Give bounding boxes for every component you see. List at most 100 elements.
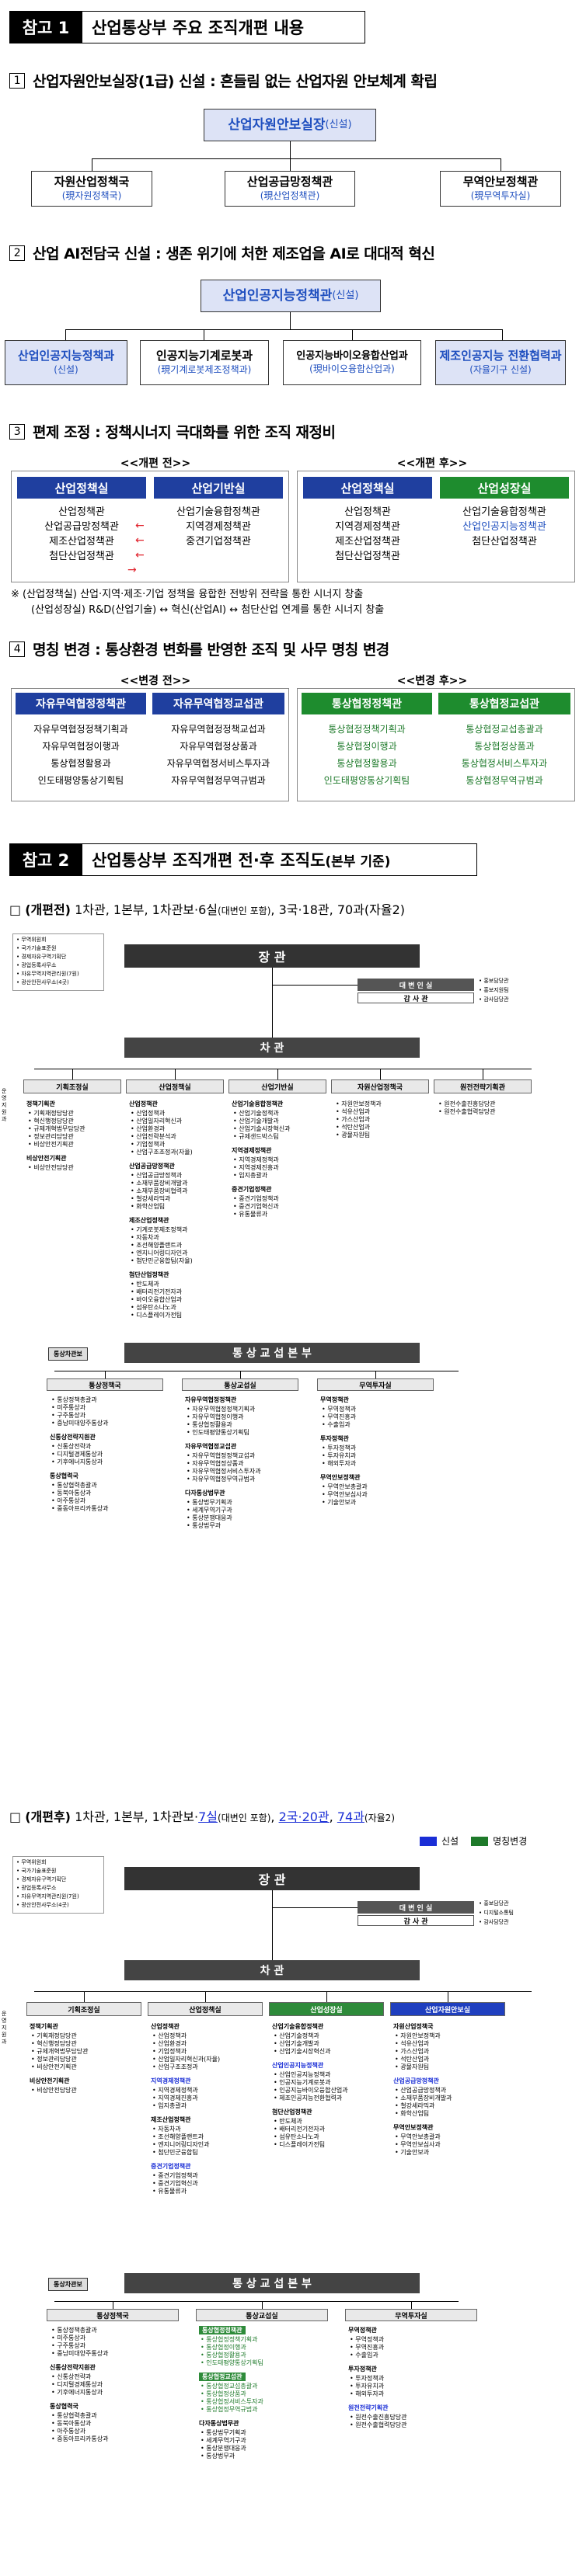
col-line [72, 1069, 73, 1079]
unit-item: • 가스산업과 [336, 1116, 371, 1123]
s4-before-2-item: 자유무역협정무역규범과 [171, 775, 266, 786]
cols-line [34, 1991, 532, 1992]
unit-item: • 산업환경과 [131, 1125, 166, 1132]
unit-item: • 산업일자리혁신과 [131, 1118, 183, 1125]
group-title: 자원산업정책국 [393, 2023, 434, 2030]
unit-item: • 산업구조조정과 [152, 2063, 198, 2070]
unit-item: • 화학산업팀 [131, 1203, 166, 1210]
tunit-item: • 통상협정서비스투자과 [201, 2398, 263, 2405]
unit-item: • 산업기술시장혁신과 [274, 2048, 331, 2055]
s4-before-label: <<변경 전>> [120, 675, 191, 687]
tgroup-title: 신통상전략지원관 [50, 1434, 96, 1441]
trade-line [54, 2301, 459, 2302]
tgroup-title: 투자정책관 [320, 1435, 349, 1442]
s2-child-3-note: (現바이오융합산업과) [309, 363, 395, 374]
s1-child-3-note: (現무역투자실) [470, 189, 531, 201]
affiliates-box: • 무역위원회• 국가기술표준원• 경제자유구역기획단• 광업등록사무소• 자유… [12, 1856, 104, 1914]
col-line [380, 1069, 381, 1079]
tunit-item: • 중남미대양주통상과 [51, 2350, 109, 2357]
unit-item: • 원전수출협력담당관 [438, 1108, 496, 1115]
tunit-item: • 통상법무과 [201, 2453, 235, 2460]
chartB-rest-u: 2국·20관 [278, 1809, 330, 1824]
tgroup-title: 투자정책관 [348, 2366, 377, 2373]
col-head-3: 산업자원안보실 [390, 2002, 505, 2016]
minister-box: 장 관 [124, 944, 420, 968]
col-head-1: 산업정책실 [148, 2002, 263, 2016]
group-title: 산업공급망정책관 [129, 1163, 175, 1170]
s1-child-1-name: 자원산업정책국 [54, 175, 130, 189]
s3-before-2-item: 지역경제정책관 [186, 521, 251, 533]
unit-item: • 산업일자리혁신과(자율) [152, 2056, 221, 2063]
s2-child-2-note: (現기계로봇제조정책과) [157, 363, 252, 375]
group-title: 정책기획관 [26, 1100, 55, 1107]
tcol-head-0: 통상정책국 [47, 1378, 163, 1391]
auditor-box: 감 사 관 [358, 993, 474, 1003]
tcol-line [240, 1371, 241, 1378]
tunit-item: • 신통상전략과 [51, 2373, 92, 2380]
affiliate-item: • 광업등록사무소 [16, 1885, 57, 1891]
s1-heading: 1 산업자원안보실장(1급) 신설 : 흔들림 없는 산업자원 안보체계 확립 [9, 70, 438, 91]
group-title: 비상안전기획관 [26, 1155, 67, 1162]
unit-item: • 규제샌드박스팀 [233, 1133, 279, 1140]
tgroup-title: 통상협력국 [50, 2403, 78, 2410]
unit-item: • 산업인공지능정책과 [274, 2071, 331, 2078]
unit-item: • 엔지니어링디자인과 [131, 1250, 188, 1257]
unit-item: • 산업환경과 [152, 2040, 187, 2047]
tgroup-title: 자유무역협정정책관 [185, 1396, 237, 1403]
tunit-item: • 동북아통상과 [51, 2420, 92, 2427]
chartA-desc: 1차관, 1본부, 1차관보·6실 [75, 902, 218, 917]
s2-child-2-name: 인공지능기계로봇과 [155, 349, 253, 363]
s3-before-1-item: 첨단산업정책관 [49, 551, 114, 562]
s4-after-panel [297, 688, 575, 801]
unit-item: • 지역경제진흥과 [152, 2095, 198, 2101]
unit-item: • 유통물류과 [233, 1211, 268, 1218]
chartB-rest3: (자율2) [364, 1813, 396, 1823]
s2-top-name: 산업인공지능정책관 [222, 287, 333, 304]
tunit-item: • 통상정책총괄과 [51, 2327, 97, 2334]
affiliate-item: • 광산안전사무소(4곳) [16, 979, 69, 986]
chartA-caption: □ (개편전) 1차관, 1본부, 1차관보·6실(대변인 포함), 3국·18… [9, 902, 405, 917]
tunit-item: • 통상분쟁대응과 [187, 1514, 232, 1521]
unit-item: • 디스플레이가전팀 [274, 2141, 326, 2148]
s3-after-head-1: 산업정책실 [303, 477, 432, 499]
tunit-item: • 인도태평양통상기획팀 [187, 1429, 249, 1436]
unit-item: • 지역경제진흥과 [233, 1164, 279, 1171]
unit-item: • 조선해양플랜트과 [131, 1242, 183, 1249]
tunit-item: • 세계무역기구과 [201, 2437, 246, 2444]
tunit-item: • 통상법무기획과 [187, 1499, 232, 1506]
tcol-line [375, 1371, 376, 1378]
s1-title: 산업자원안보실장(1급) 신설 : 흔들림 없는 산업자원 안보체계 확립 [33, 73, 438, 90]
tunit-item: • 무역정책과 [350, 2336, 385, 2343]
s4-before-head-2: 자유무역협정교섭관 [152, 693, 284, 714]
unit-item: • 산업전략분석과 [131, 1133, 176, 1140]
s3-before-label: <<개편 전>> [120, 457, 191, 470]
col-line [277, 1069, 278, 1079]
s3-before-2-item: 산업기술융합정책관 [176, 506, 260, 518]
tunit-item: • 미주통상과 [51, 1404, 86, 1411]
group-title: 산업정책관 [151, 2023, 180, 2030]
tunit-item: • 구주통상과 [51, 1412, 86, 1419]
ref2-tag: 참고 2 [10, 844, 82, 875]
chartB-caption: □ (개편후) 1차관, 1본부, 1차관보·7실(대변인 포함), 2국·20… [9, 1809, 396, 1824]
s2-child-4-note: (자율기구 신설) [469, 363, 532, 375]
affiliate-item: • 국가기술표준원 [16, 1868, 57, 1874]
tgroup-title: 자유무역협정교섭관 [185, 1443, 237, 1450]
tunit-item: • 중남미대양주통상과 [51, 1420, 109, 1427]
s3-after-label: <<개편 후>> [396, 457, 468, 470]
chartA-label: (개편전) [25, 902, 71, 917]
unit-item: • 자동차과 [152, 2126, 181, 2133]
unit-item: • 조선해양플랜트과 [152, 2133, 204, 2140]
tunit-item: • 통상협정교섭총괄과 [201, 2383, 258, 2390]
s4-before-head-1: 자유무역협정정책관 [16, 693, 146, 714]
ref1-tag: 참고 1 [10, 12, 82, 43]
s2-child-1: 산업인공지능정책과(신설) [5, 340, 127, 385]
unit-item: • 산업기술개발과 [233, 1118, 279, 1125]
affiliate-item: • 무역위원회 [16, 1859, 47, 1865]
tunit-item: • 기후에너지통상과 [51, 2389, 103, 2396]
tunit-item: • 무역진흥과 [350, 2344, 385, 2351]
affiliate-item: • 경제자유구역기획단 [16, 1876, 67, 1882]
unit-item: • 비상안전기획관 [28, 1141, 74, 1148]
